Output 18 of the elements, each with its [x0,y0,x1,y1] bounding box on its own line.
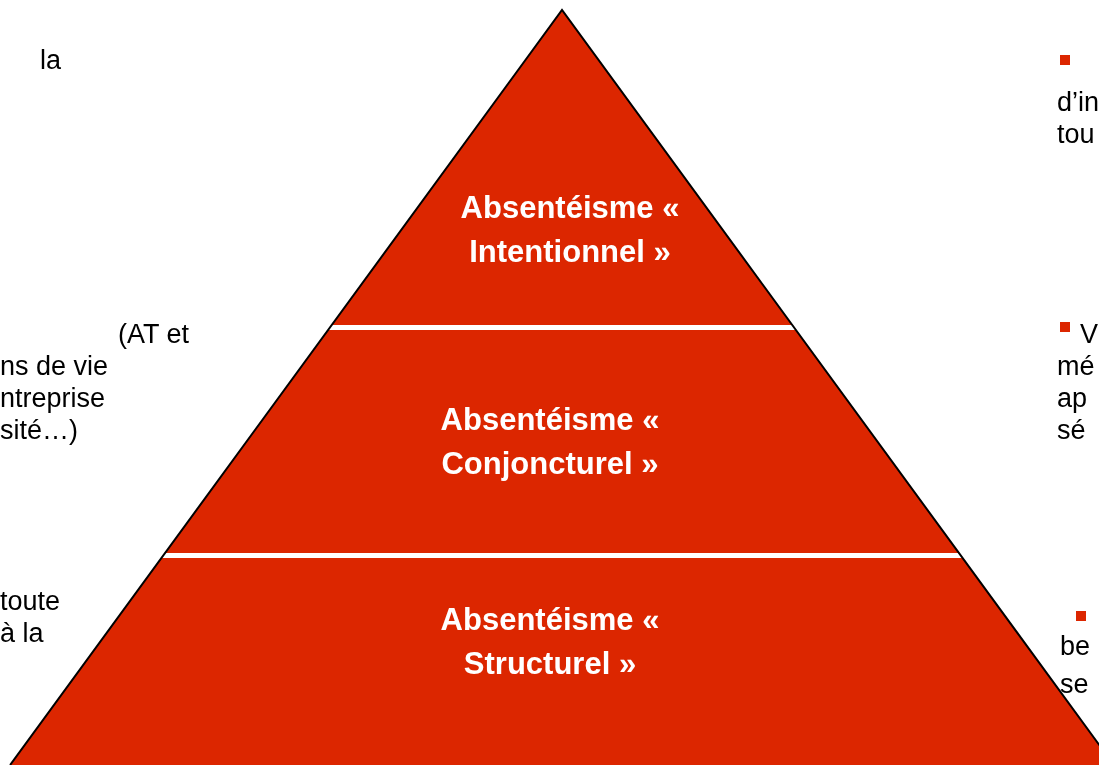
text-fragment: tou [1057,118,1095,150]
text-fragment: V [1080,318,1098,350]
text-fragment: toute [0,585,61,617]
text-fragment: sé [1057,414,1086,446]
text-fragment: mé [1057,350,1095,382]
text-fragment: ns de vie [0,350,109,382]
text-fragment: be [1060,630,1091,662]
text-fragment: la [40,44,61,76]
text-fragment: (AT et [118,318,190,350]
text-fragment: ap [1057,382,1088,414]
level-label: Absentéisme « Intentionnel » [459,189,681,271]
text-fragment: sité…) [0,414,78,446]
level-label: Absentéisme « Conjoncturel » [439,401,661,483]
level-label: Absentéisme « Structurel » [439,601,661,683]
text-fragment: se [1060,668,1089,700]
text-fragment: d’in [1057,86,1099,118]
text-fragment: ntreprise [0,382,106,414]
text-fragment: à la [0,617,44,649]
